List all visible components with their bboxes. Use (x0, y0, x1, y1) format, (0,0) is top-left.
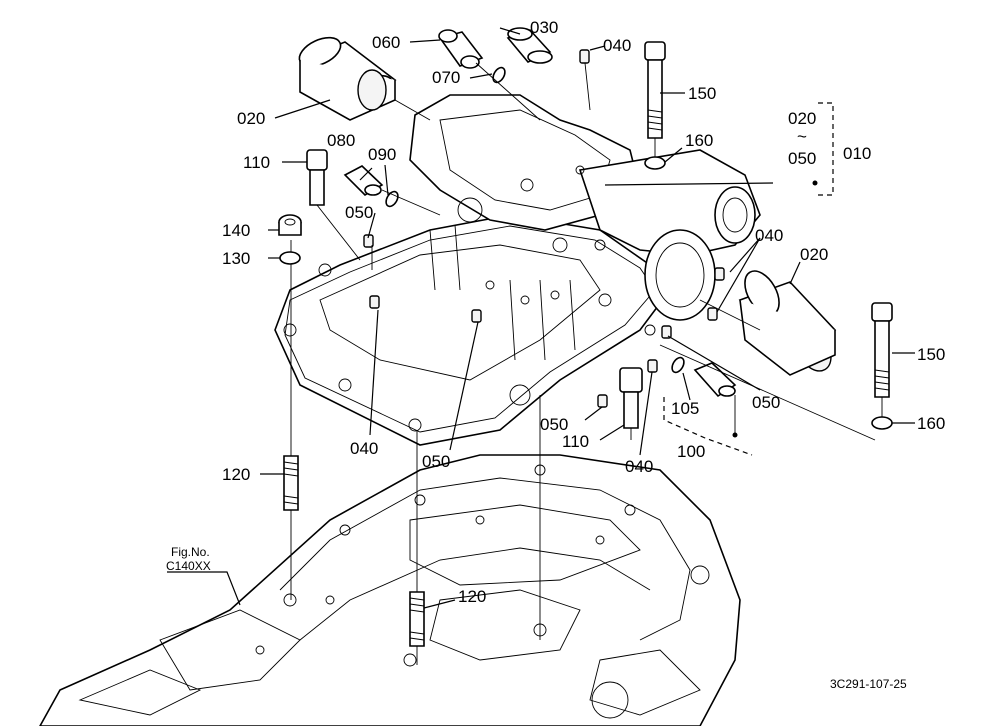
label-150-right: 150 (917, 345, 945, 364)
bushing-030 (506, 27, 553, 64)
label-040-right: 040 (755, 226, 783, 245)
plug-040-top (579, 49, 590, 64)
label-160-top: 160 (685, 131, 713, 150)
label-060: 060 (372, 33, 400, 52)
fitting-060 (438, 29, 484, 69)
nut-140 (278, 214, 302, 236)
assembly-brackets (167, 102, 834, 606)
label-050-right: 050 (752, 393, 780, 412)
label-080: 080 (327, 131, 355, 150)
leader-lines (260, 27, 915, 609)
plug-040-right-a (714, 267, 725, 281)
fig-ref-line1: Fig.No. (171, 545, 210, 559)
bolt-110-low (619, 367, 643, 429)
label-040-low: 040 (625, 457, 653, 476)
label-070: 070 (432, 68, 460, 87)
fitting-080 (343, 165, 384, 197)
range-to-label: 050 (788, 149, 816, 168)
fitting-100 (693, 362, 737, 398)
o-ring-090 (385, 190, 399, 208)
o-ring-070 (492, 66, 506, 84)
label-090: 090 (368, 145, 396, 164)
transmission-case (39, 454, 741, 726)
washer-160-right (871, 416, 893, 430)
o-ring-105 (671, 356, 685, 374)
part-labels: 060 030 040 070 020 150 080 090 160 110 … (166, 18, 945, 691)
label-110-top: 110 (243, 153, 270, 172)
label-120-left: 120 (222, 465, 250, 484)
bolt-110-top (306, 149, 328, 206)
label-130: 130 (222, 249, 250, 268)
plug-050-mid (471, 309, 482, 323)
label-105: 105 (671, 399, 699, 418)
assembly-lines (290, 62, 883, 665)
hydraulic-cover-body (274, 94, 761, 446)
label-030: 030 (530, 18, 558, 37)
drawing-code: 3C291-107-25 (830, 677, 907, 691)
plug-050-right (661, 325, 672, 339)
sleeve-020-top (298, 36, 397, 121)
fig-ref-line2: C140XX (166, 559, 211, 573)
label-150-top: 150 (688, 84, 716, 103)
label-040-top: 040 (603, 36, 631, 55)
stud-120-bottom (409, 591, 425, 647)
assembly-label-010: 010 (843, 144, 871, 163)
range-tilde: ~ (797, 127, 807, 146)
label-140: 140 (222, 221, 250, 240)
label-120-bottom: 120 (458, 587, 486, 606)
plug-050-low (597, 394, 608, 408)
label-050-low: 050 (540, 415, 568, 434)
label-160-right: 160 (917, 414, 945, 433)
bolt-150-top (644, 41, 666, 139)
stud-120-left (283, 455, 299, 511)
label-100: 100 (677, 442, 705, 461)
label-110-low: 110 (562, 432, 589, 451)
label-050-mid: 050 (422, 452, 450, 471)
label-040-mid: 040 (350, 439, 378, 458)
plug-040-low (647, 359, 658, 373)
washer-160-top (644, 156, 666, 170)
plug-040-right-b (707, 307, 718, 321)
bolt-150-right (871, 302, 893, 398)
washer-130 (279, 251, 301, 265)
label-020-top: 020 (237, 109, 265, 128)
plug-040-mid (369, 295, 380, 309)
label-020-right: 020 (800, 245, 828, 264)
label-050-top: 050 (345, 203, 373, 222)
range-from-label: 020 (788, 109, 816, 128)
sleeve-020-right (738, 270, 837, 376)
